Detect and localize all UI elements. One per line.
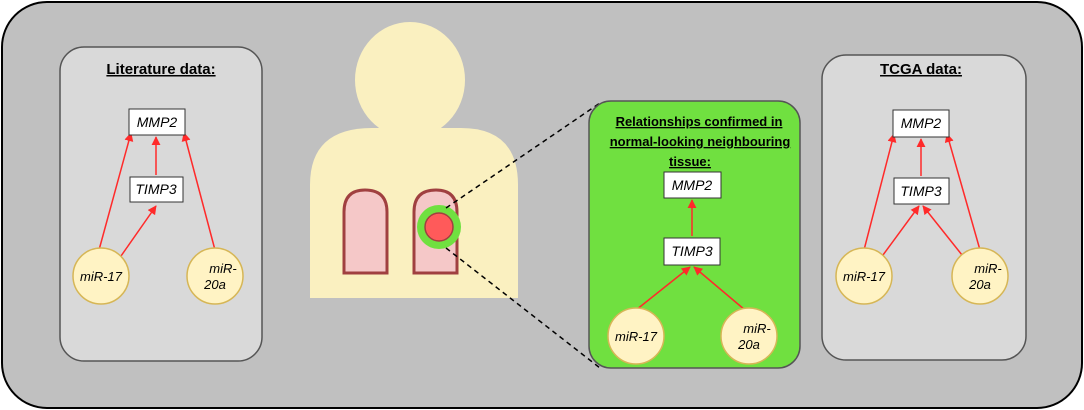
mir20a-node-confirmed <box>720 307 778 365</box>
confirmed-panel: Relationships confirmed in normal-lookin… <box>588 100 801 369</box>
timp3-node-tcga <box>893 177 950 205</box>
confirmed-title-line2: normal-looking neighbouring <box>610 134 791 149</box>
mir17-label: miR-17 <box>80 269 123 284</box>
mmp2-label-tcga: MMP2 <box>901 115 942 131</box>
literature-panel-box <box>59 46 263 362</box>
human-figure <box>310 22 518 298</box>
arrow-mir20a-to-timp3-tcga <box>922 205 963 256</box>
mir20a-label-line1: miR- <box>209 261 237 276</box>
arrow-mir20a-to-mmp2-tcga <box>944 133 981 251</box>
mir17-node-tcga <box>835 247 893 305</box>
arrow-mir17-to-timp3-tcga <box>882 205 920 256</box>
timp3-label: TIMP3 <box>135 181 176 197</box>
confirmed-panel-box <box>588 100 801 369</box>
mir20a-label-line2-confirmed: 20a <box>737 337 760 352</box>
timp3-node-confirmed <box>663 237 721 266</box>
mir20a-node-tcga <box>951 247 1009 305</box>
confirmed-title-line1: Relationships confirmed in <box>616 114 783 129</box>
mir17-label-tcga: miR-17 <box>843 269 886 284</box>
mir20a-label-line1-confirmed: miR- <box>743 321 771 336</box>
mmp2-node-tcga <box>892 109 950 138</box>
arrow-mir17-to-mmp2 <box>98 132 134 251</box>
confirmed-title-line3: tissue: <box>669 154 711 169</box>
arrow-mir20a-to-mmp2 <box>181 132 216 251</box>
mir17-node <box>72 247 130 305</box>
timp3-label-tcga: TIMP3 <box>900 183 941 199</box>
mmp2-node-confirmed <box>663 171 722 199</box>
tumor <box>424 212 454 242</box>
arrow-mir20a-to-timp3-confirmed <box>693 266 746 311</box>
arrow-mir17-to-timp3-confirmed <box>635 266 691 311</box>
mir20a-node <box>186 247 244 305</box>
mmp2-label: MMP2 <box>137 114 178 130</box>
head <box>355 22 465 138</box>
arrow-mir17-to-timp3 <box>120 205 157 257</box>
arrow-mir17-to-mmp2-tcga <box>863 133 897 251</box>
mmp2-node <box>128 108 186 136</box>
timp3-node <box>129 176 184 203</box>
mmp2-label-confirmed: MMP2 <box>672 177 713 193</box>
timp3-label-confirmed: TIMP3 <box>671 243 712 259</box>
tcga-panel: TCGA data: MMP2 TIMP3 miR-17 miR- 20a <box>821 54 1027 361</box>
literature-panel: Literature data: MMP2 TIMP3 miR-17 miR- … <box>59 46 263 362</box>
mir17-node-confirmed <box>607 307 665 365</box>
mir20a-label-line1-tcga: miR- <box>974 261 1002 276</box>
left-lung <box>342 188 389 275</box>
literature-title: Literature data: <box>106 61 215 78</box>
zoom-line-bottom <box>445 247 601 369</box>
tcga-title: TCGA data: <box>880 61 962 78</box>
mir20a-label-line2: 20a <box>203 277 226 292</box>
zoom-line-top <box>445 102 601 209</box>
mir20a-label-line2-tcga: 20a <box>968 277 991 292</box>
mir17-label-confirmed: miR-17 <box>615 329 658 344</box>
